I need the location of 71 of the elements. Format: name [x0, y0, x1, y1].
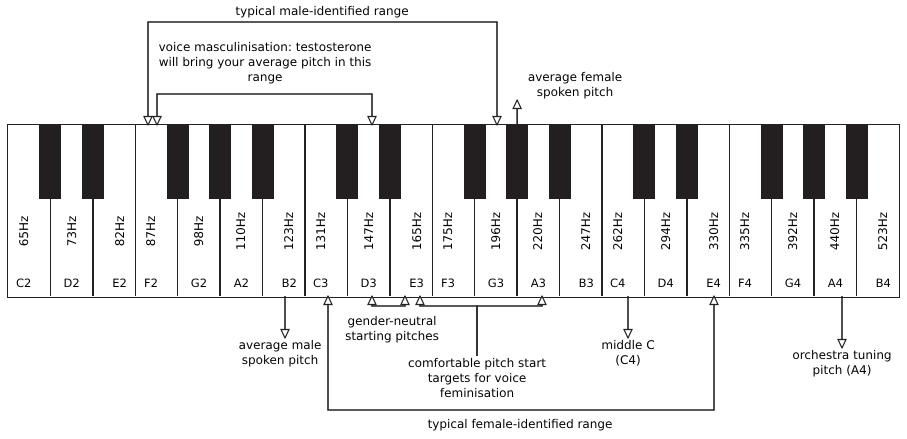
annotation-text: orchestra tuning pitch (A4) [790, 348, 894, 378]
annotation-text: average female spoken pitch [505, 70, 645, 100]
note-name: D2 [64, 276, 80, 290]
frequency-label: 98Hz [192, 216, 206, 246]
sharp-key [803, 125, 826, 199]
arrow [837, 296, 847, 349]
note-name: B4 [876, 276, 891, 290]
sharp-key [378, 125, 401, 199]
frequency-label: 123Hz [282, 212, 296, 250]
frequency-label: 523Hz [876, 212, 890, 250]
frequency-label: 440Hz [828, 212, 842, 250]
note-name: G3 [488, 276, 504, 290]
note-name: D4 [658, 276, 674, 290]
frequency-label: 330Hz [706, 212, 721, 250]
sharp-key [760, 125, 783, 199]
frequency-label: 335Hz [738, 212, 752, 250]
sharp-key [506, 125, 528, 199]
frequency-label: 73Hz [64, 216, 79, 246]
sharp-key [252, 125, 274, 199]
sharp-key [336, 125, 358, 199]
sharp-key [82, 125, 104, 199]
range-arrow [152, 93, 377, 126]
note-name: G4 [784, 276, 802, 290]
note-name: C3 [313, 276, 328, 290]
note-name: F2 [144, 276, 158, 290]
frequency-label: 294Hz [658, 212, 673, 250]
sharp-key [846, 125, 868, 199]
note-name: C2 [16, 276, 32, 290]
frequency-label: 147Hz [362, 212, 376, 250]
note-name: G2 [190, 276, 208, 290]
frequency-label: 110Hz [234, 212, 248, 250]
note-name: B3 [578, 276, 594, 290]
sharp-key [39, 125, 62, 199]
frequency-label: 165Hz [410, 212, 424, 250]
note-name: A3 [530, 276, 546, 290]
arrow [476, 295, 547, 356]
note-name: B2 [282, 276, 297, 290]
frequency-label: 247Hz [579, 212, 594, 250]
sharp-key [548, 125, 571, 199]
annotation-text: comfortable pitch start targets for voice feminisation [405, 356, 549, 401]
frequency-label: 175Hz [440, 212, 455, 250]
note-name: D3 [360, 276, 377, 290]
sharp-key [676, 125, 698, 199]
range-arrow [367, 295, 410, 307]
sharp-key [166, 125, 189, 199]
note-name: A2 [234, 276, 249, 290]
range-arrow [323, 295, 719, 411]
note-name: E3 [409, 276, 424, 290]
arrow [280, 296, 290, 339]
note-name: C4 [610, 276, 626, 290]
arrow [512, 99, 522, 125]
frequency-label: 131Hz [314, 212, 328, 250]
note-name: F3 [441, 276, 455, 290]
arrow [623, 296, 633, 339]
note-name: E2 [112, 276, 127, 290]
range-arrow [143, 21, 502, 126]
note-name: A4 [828, 276, 843, 290]
sharp-key [464, 125, 486, 199]
frequency-label: 65Hz [16, 216, 31, 246]
sharp-key [209, 125, 232, 199]
frequency-label: 392Hz [786, 212, 800, 250]
note-name: F4 [738, 276, 752, 290]
frequency-label: 262Hz [610, 212, 625, 250]
frequency-label: 196Hz [488, 212, 503, 250]
frequency-label: 87Hz [144, 216, 158, 246]
annotation-text: middle C (C4) [588, 338, 668, 368]
annotation-text: average male spoken pitch [228, 338, 332, 368]
frequency-label: 82Hz [112, 216, 127, 246]
note-name: E4 [706, 276, 721, 290]
frequency-label: 220Hz [531, 212, 546, 250]
sharp-key [633, 125, 656, 199]
